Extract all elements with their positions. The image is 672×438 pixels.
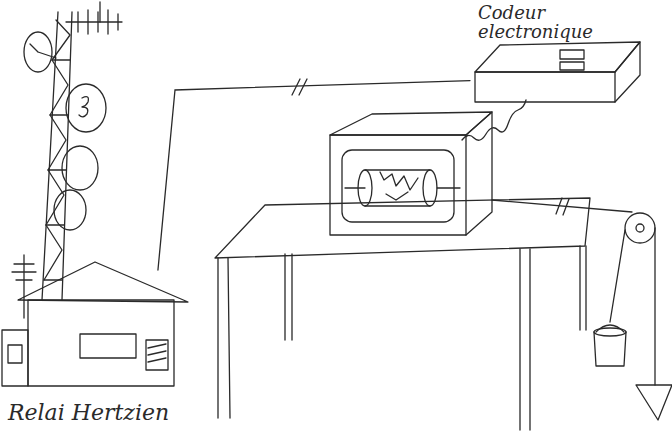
encoder-front bbox=[475, 72, 615, 102]
pulley bbox=[610, 213, 655, 385]
table-leg bbox=[218, 258, 230, 418]
house-window bbox=[80, 334, 136, 358]
rope bbox=[610, 230, 625, 322]
dish-mark bbox=[79, 97, 88, 117]
rope bbox=[654, 228, 655, 385]
drum-end bbox=[423, 170, 437, 206]
dish-antenna bbox=[62, 146, 98, 190]
labelled-part: Codeur electronique bbox=[470, 2, 660, 104]
yagi-antenna bbox=[66, 10, 122, 34]
table-leg bbox=[520, 249, 530, 430]
dish-antennas bbox=[24, 32, 106, 230]
labelled-part: Relai Hertzien bbox=[0, 270, 195, 430]
drum-housing bbox=[330, 112, 492, 235]
drum-winding bbox=[380, 172, 418, 200]
door-hatching bbox=[148, 344, 166, 362]
bucket-body bbox=[594, 332, 626, 366]
relay-house bbox=[2, 255, 188, 386]
signal-cable bbox=[462, 100, 526, 140]
radio-link-wire bbox=[158, 81, 470, 270]
yagi-antenna bbox=[66, 2, 122, 34]
house-annex bbox=[2, 330, 28, 386]
dish-antenna bbox=[66, 84, 106, 132]
housing-front bbox=[330, 135, 466, 235]
wire-break-mark bbox=[292, 79, 307, 95]
dish-antenna bbox=[54, 190, 86, 230]
bucket-handle bbox=[596, 325, 624, 332]
dish-feed bbox=[30, 44, 56, 58]
encoder-button bbox=[560, 50, 584, 59]
cord bbox=[492, 200, 632, 212]
encoder-top bbox=[475, 42, 640, 72]
house-wall bbox=[28, 300, 174, 386]
encoder-button bbox=[560, 62, 584, 70]
housing-opening bbox=[342, 150, 454, 222]
table-leg bbox=[285, 254, 292, 340]
drum-cylinder bbox=[365, 170, 430, 206]
mast-tip bbox=[99, 2, 100, 22]
encoder-side bbox=[615, 42, 640, 102]
housing-top bbox=[330, 112, 492, 135]
encoder-box bbox=[475, 42, 640, 102]
table bbox=[215, 198, 590, 430]
bucket bbox=[594, 325, 626, 366]
hanging-weight bbox=[636, 385, 672, 420]
cord-break-mark bbox=[556, 198, 569, 215]
house-roof bbox=[18, 262, 188, 302]
table-leg bbox=[580, 246, 586, 330]
drum-axle bbox=[345, 187, 460, 188]
table-top bbox=[215, 198, 590, 258]
handwritten-label: Relai Hertzien bbox=[8, 401, 188, 424]
tower-lattice bbox=[44, 20, 70, 280]
pulley-hub bbox=[636, 224, 644, 232]
tower-rungs bbox=[44, 60, 70, 280]
handwritten-label: Codeur electronique bbox=[478, 4, 600, 42]
roof-antenna bbox=[12, 255, 36, 318]
house-door bbox=[146, 340, 168, 370]
pulley-wheel bbox=[625, 213, 655, 243]
house-window bbox=[8, 345, 22, 363]
